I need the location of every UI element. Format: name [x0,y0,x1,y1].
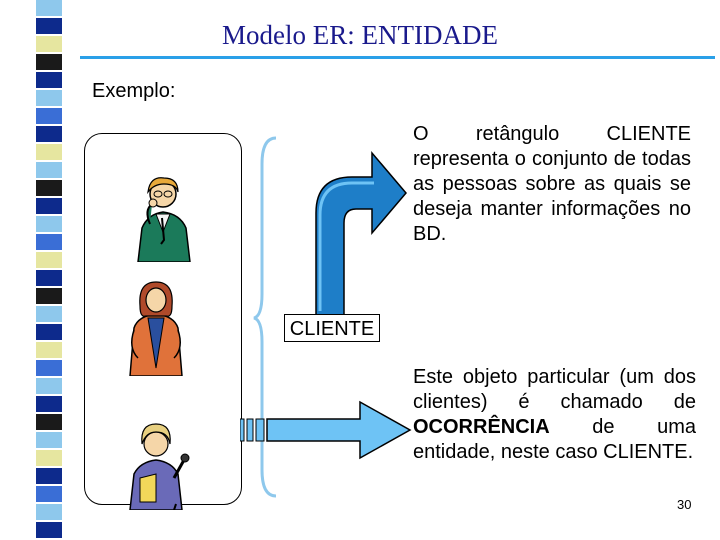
brace-icon [253,136,277,498]
occurrence-text-after: de uma entidade, neste caso CLIENTE. [413,416,696,463]
occurrence-term: OCORRÊNCIA [413,416,550,438]
strip-tile [36,432,62,448]
strip-tile [36,0,62,16]
person-microphone-icon [129,423,190,510]
strip-tile [36,450,62,466]
person-thinking-icon [137,177,191,262]
strip-tile [36,36,62,52]
strip-tile [36,90,62,106]
strip-tile [36,18,62,34]
strip-tile [36,324,62,340]
strip-tile [36,252,62,268]
strip-tile [36,198,62,214]
strip-tile [36,54,62,70]
strip-tile [36,180,62,196]
slide-title: Modelo ER: ENTIDADE [222,20,498,50]
page-number: 30 [677,497,692,512]
strip-tile [36,288,62,304]
decorative-side-strip [0,0,72,540]
strip-tile [36,468,62,484]
person-standing-icon [129,281,183,376]
strip-tile [36,486,62,502]
occurrence-description: Este objeto particular (um dos clientes)… [413,365,696,465]
occurrence-text-before: Este objeto particular (um dos clientes)… [413,366,696,413]
strip-tile [36,144,62,160]
entity-set-description: O retângulo CLIENTE representa o conjunt… [413,123,691,245]
strip-tile [36,396,62,412]
title-underline [80,56,715,59]
bent-arrow-icon [315,150,407,316]
strip-tile [36,522,62,538]
strip-tile [36,108,62,124]
strip-tile [36,378,62,394]
strip-tile [36,234,62,250]
strip-tile [36,414,62,430]
strip-tile [36,216,62,232]
strip-tile [36,504,62,520]
strip-tile [36,72,62,88]
strip-tile [36,360,62,376]
strip-tile [36,342,62,358]
strip-tile [36,126,62,142]
example-label: Exemplo: [92,80,176,102]
strip-tile [36,270,62,286]
strip-tile [36,306,62,322]
right-arrow-icon [240,400,412,460]
strip-tile [36,162,62,178]
entity-rectangle: CLIENTE [284,314,380,342]
